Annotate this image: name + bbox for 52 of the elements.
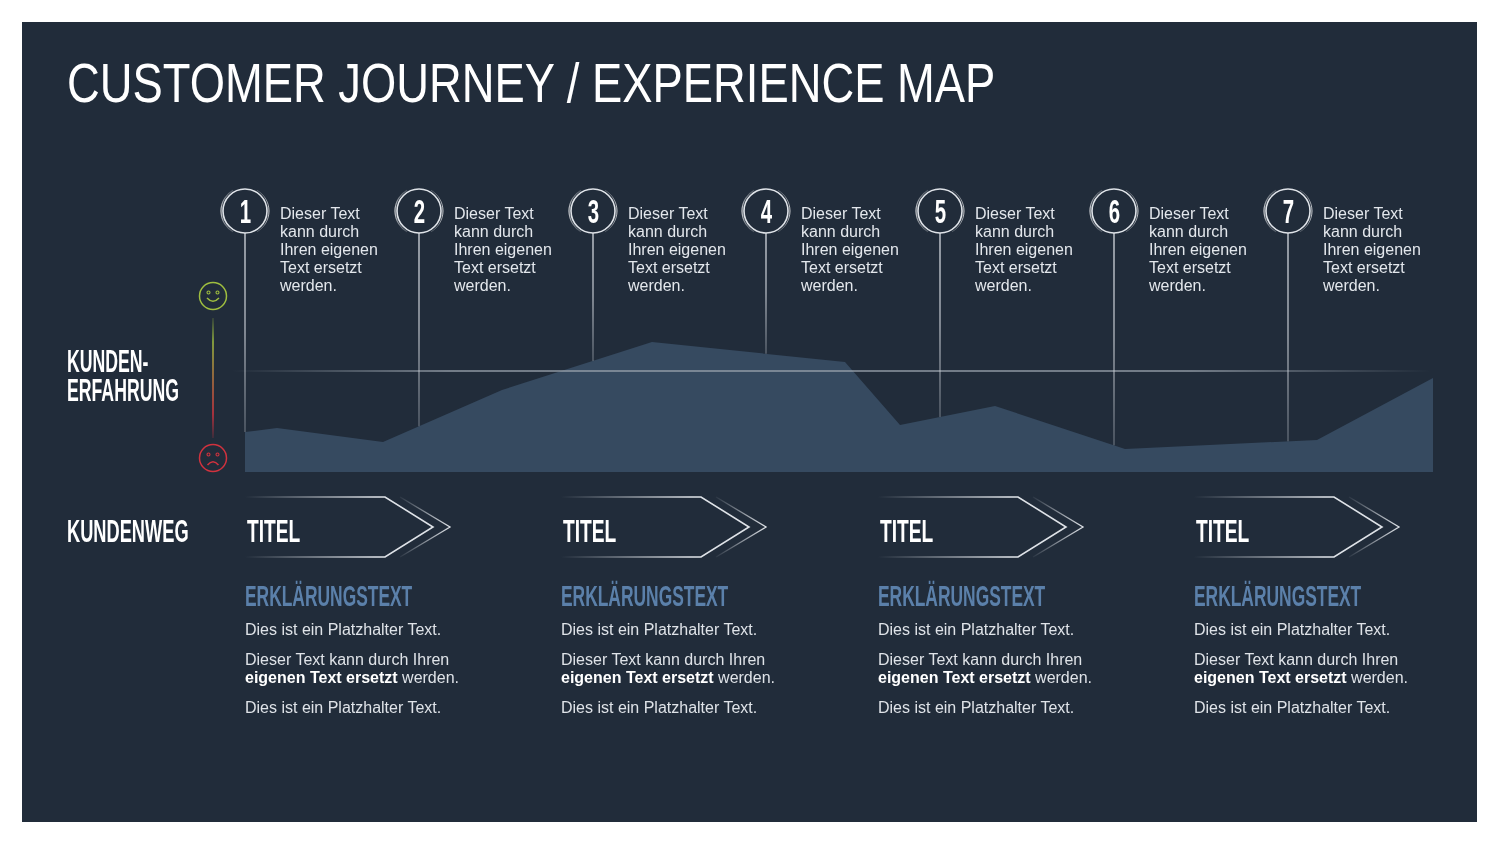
body-text: Dies ist ein Platzhalter Text.: [878, 621, 1076, 639]
step-marker: [741, 186, 791, 236]
step-marker: [1263, 186, 1313, 236]
step-number: 1: [239, 194, 251, 228]
step-marker: [568, 186, 618, 236]
pin-line: [765, 232, 767, 355]
row-label: KUNDENWEG: [67, 515, 189, 547]
experience-area: [245, 342, 1433, 472]
body-text: Dies ist ein Platzhalter Text.: [1194, 699, 1392, 717]
step-number: 4: [760, 194, 772, 228]
body-text: Dieser Text kann durch Ihren eigenen Text ersetzt werden.: [245, 651, 460, 687]
pin-line: [244, 232, 246, 433]
step-number: 6: [1108, 194, 1120, 228]
pin-line: [418, 232, 420, 427]
section-heading: ERKLÄRUNGSTEXT: [878, 579, 1046, 613]
pin-line: [939, 232, 941, 418]
step-marker: [915, 186, 965, 236]
step-number: 3: [587, 194, 599, 228]
body-text: Dies ist ein Platzhalter Text.: [245, 699, 443, 717]
chevron-title: TITEL: [247, 515, 301, 547]
chevron-title: TITEL: [880, 515, 934, 547]
body-text: Dieser Text kann durch Ihren eigenen Text ersetzt werden.: [878, 651, 1093, 687]
step-marker: [394, 186, 444, 236]
chevron-title: TITEL: [1196, 515, 1250, 547]
section-heading: ERKLÄRUNGSTEXT: [1194, 579, 1362, 613]
step-number: 5: [934, 194, 946, 228]
body-text: Dies ist ein Platzhalter Text.: [245, 621, 443, 639]
body-text: Dieser Text kann durch Ihren eigenen Text ersetzt werden.: [561, 651, 776, 687]
step-description: Dieser Text kann durch Ihren eigenen Text ersetzt werden.: [975, 205, 1074, 295]
step-marker: [220, 186, 270, 236]
section-heading: ERKLÄRUNGSTEXT: [245, 579, 413, 613]
step-description: Dieser Text kann durch Ihren eigenen Text ersetzt werden.: [628, 205, 727, 295]
body-text: Dies ist ein Platzhalter Text.: [561, 699, 759, 717]
step-description: Dieser Text kann durch Ihren eigenen Text ersetzt werden.: [1323, 205, 1422, 295]
section-heading: ERKLÄRUNGSTEXT: [561, 579, 729, 613]
body-text: Dies ist ein Platzhalter Text.: [878, 699, 1076, 717]
pin-line: [1287, 232, 1289, 443]
body-text: Dies ist ein Platzhalter Text.: [561, 621, 759, 639]
pin-line: [1113, 232, 1115, 447]
step-description: Dieser Text kann durch Ihren eigenen Text ersetzt werden.: [280, 205, 379, 295]
chevron-title: TITEL: [563, 515, 617, 547]
step-description: Dieser Text kann durch Ihren eigenen Text ersetzt werden.: [801, 205, 900, 295]
body-text: Dies ist ein Platzhalter Text.: [1194, 621, 1392, 639]
row-label: KUNDEN- ERFAHRUNG: [67, 347, 179, 405]
step-marker: [1089, 186, 1139, 236]
step-description: Dieser Text kann durch Ihren eigenen Text ersetzt werden.: [454, 205, 553, 295]
slide-title: CUSTOMER JOURNEY / EXPERIENCE MAP: [67, 55, 996, 111]
step-number: 7: [1282, 194, 1294, 228]
pin-line: [592, 232, 594, 362]
step-description: Dieser Text kann durch Ihren eigenen Text ersetzt werden.: [1149, 205, 1248, 295]
body-text: Dieser Text kann durch Ihren eigenen Text ersetzt werden.: [1194, 651, 1409, 687]
step-number: 2: [413, 194, 425, 228]
